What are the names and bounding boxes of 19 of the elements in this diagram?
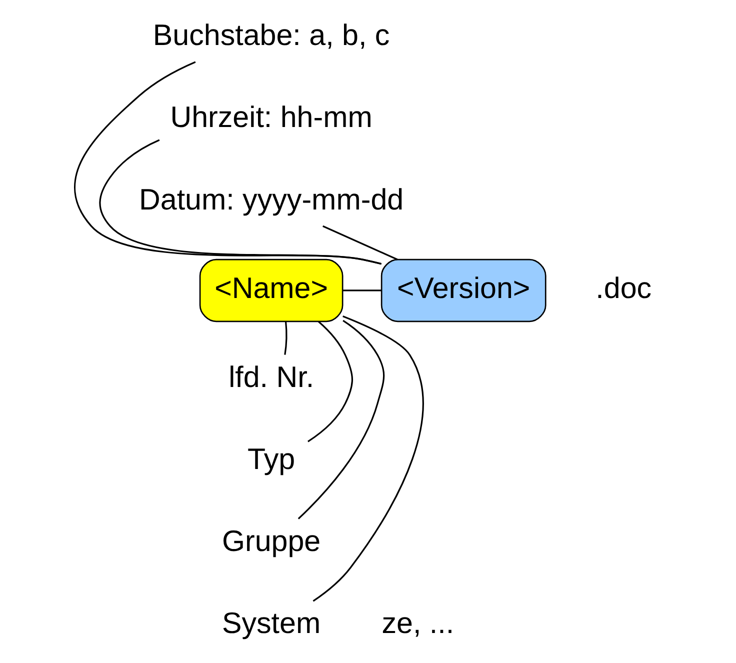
node-text: System — [222, 606, 320, 640]
connector — [342, 290, 381, 292]
node-text: Buchstabe: a, b, c — [152, 19, 390, 52]
connector — [98, 139, 381, 265]
connector — [297, 320, 384, 520]
label: ze, ... — [381, 606, 454, 640]
node-box: <Name> — [198, 258, 343, 322]
connector — [312, 316, 424, 602]
connector — [307, 321, 353, 442]
node-box: <Version> — [380, 258, 546, 322]
node-label: .doc — [595, 272, 652, 306]
node-text: Datum: yyyy-mm-dd — [138, 183, 404, 216]
node-text: Uhrzeit: hh-mm — [170, 101, 372, 134]
connector — [74, 61, 382, 265]
connector — [284, 321, 287, 355]
connector — [322, 225, 398, 260]
node-text: Gruppe — [221, 524, 320, 558]
node-text: lfd. Nr. — [228, 360, 314, 394]
node-text: Typ — [246, 442, 295, 476]
